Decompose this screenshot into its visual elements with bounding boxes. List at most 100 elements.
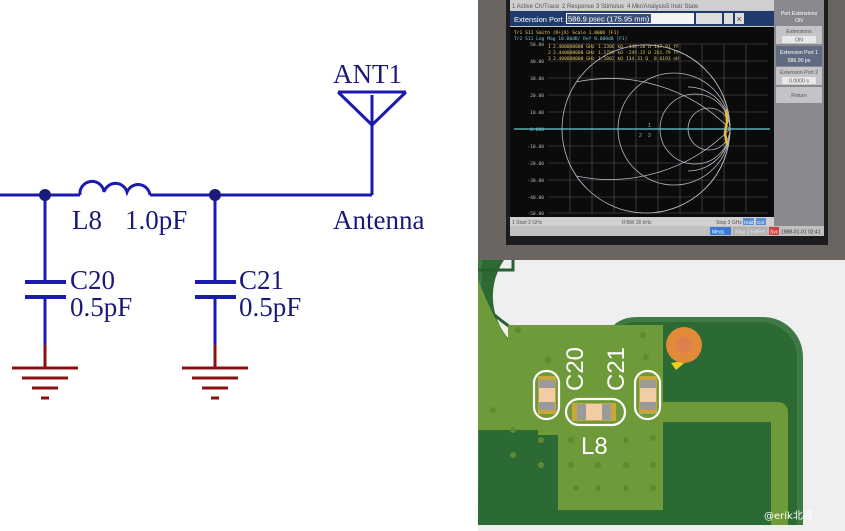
status-stop: Stop: [735, 230, 746, 236]
svg-text:2: 2: [548, 50, 551, 56]
menu-item[interactable]: 2 Response: [562, 4, 595, 10]
svg-text:2.480000000 GHz: 2.480000000 GHz: [553, 56, 595, 62]
c21-footprint: [633, 369, 662, 421]
status-meas: Meas: [712, 230, 725, 236]
silkscreen-l8: L8: [581, 433, 608, 460]
status-extref: ExtRef: [750, 230, 766, 236]
status-svc: Svc: [770, 230, 779, 236]
softkey-title: Port Extensions: [781, 11, 818, 17]
svg-text:134.31 Ω: 134.31 Ω: [626, 56, 648, 62]
pcb-render: C20 C21 L8 @erik北哥: [478, 260, 845, 531]
svg-text:0.0000 s: 0.0000 s: [789, 79, 809, 85]
junction-dot: [209, 189, 221, 201]
svg-text:2.400000000 GHz: 2.400000000 GHz: [553, 44, 595, 50]
close-icon: ×: [737, 14, 742, 24]
softkey-return[interactable]: Return: [776, 87, 822, 103]
vna-photo: 1 Active Ch/Trace 2 Response 3 Stimulus …: [478, 0, 845, 260]
ground-symbol: [12, 345, 78, 400]
c21-ref: C21: [239, 265, 284, 295]
inductor-l8: [78, 179, 152, 197]
enter-button[interactable]: [724, 13, 733, 24]
c20-value: 0.5pF: [70, 292, 132, 322]
svg-text:-50.00: -50.00: [527, 211, 544, 217]
entry-stepper[interactable]: [696, 13, 722, 24]
start-freq: 1 Start 2 GHz: [512, 220, 543, 226]
svg-text:-40.00: -40.00: [527, 195, 544, 201]
antenna-ref: ANT1: [333, 59, 402, 89]
softkey-extension-port2[interactable]: Extension Port 2 0.0000 s: [776, 67, 822, 85]
ifbw: IFBW 30 kHz: [622, 220, 652, 226]
trace2-label: Tr2 S11 Log Mag 10.00dB/ Ref 0.000dB [F1…: [514, 36, 627, 42]
smith-trace: [723, 109, 729, 146]
svg-text:50.00: 50.00: [530, 42, 544, 48]
svg-text:2.440000000 GHz: 2.440000000 GHz: [553, 50, 595, 56]
svg-text:147.91 fF: 147.91 fF: [654, 44, 679, 50]
ground-pour: [478, 280, 663, 510]
softkey-extension-port1[interactable]: Extension Port 1 586.90 ps: [776, 46, 822, 66]
entry-label: Extension Port 1: [514, 15, 569, 24]
y-axis-ticks: 50.00 40.00 30.00 20.00 10.00 0.000 -10.…: [527, 42, 544, 217]
svg-text:3: 3: [548, 56, 551, 62]
inductor-value: 1.0pF: [125, 205, 187, 235]
menu-item[interactable]: 3 Stimulus: [596, 4, 624, 10]
svg-text:-10.00: -10.00: [527, 144, 544, 150]
c20-footprint: [532, 369, 561, 421]
ground-symbol: [182, 345, 248, 400]
svg-text:ON: ON: [795, 38, 803, 44]
silkscreen-c21: C21: [603, 347, 630, 391]
c20-ref: C20: [70, 265, 115, 295]
rf-trace: [663, 402, 788, 525]
svg-text:-448.26 Ω: -448.26 Ω: [626, 44, 651, 50]
svg-text:-30.00: -30.00: [527, 178, 544, 184]
svg-text:Extension Port 1: Extension Port 1: [780, 50, 818, 56]
svg-text:1.1803 kΩ: 1.1803 kΩ: [598, 56, 623, 62]
hold-badge: Hold: [744, 220, 754, 225]
schematic-panel: ANT1 Antenna L8 1.0pF C20 0.5pF C21 0.5p…: [0, 59, 425, 400]
svg-text:Extensions: Extensions: [786, 29, 812, 35]
schematic-diagram: ANT1 Antenna L8 1.0pF C20 0.5pF C21 0.5p…: [0, 59, 424, 400]
svg-text:Return: Return: [791, 93, 807, 99]
svg-text:Extension Port 2: Extension Port 2: [780, 70, 818, 76]
svg-text:586.90 ps: 586.90 ps: [788, 58, 811, 64]
svg-text:10.00: 10.00: [530, 110, 544, 116]
svg-text:8.6193 nH: 8.6193 nH: [654, 56, 679, 62]
l8-footprint: [564, 397, 627, 427]
softkey-title-state: ON: [795, 18, 803, 24]
svg-text:2: 2: [639, 133, 642, 139]
c21-value: 0.5pF: [239, 292, 301, 322]
stop-freq: Stop 3 GHz: [716, 220, 742, 226]
junction-dot: [39, 189, 51, 201]
svg-text:-20.00: -20.00: [527, 161, 544, 167]
svg-text:30.00: 30.00: [530, 76, 544, 82]
menu-item[interactable]: 5 Instr State: [666, 4, 699, 10]
menu-item[interactable]: 1 Active Ch/Trace: [512, 4, 560, 10]
svg-text:3: 3: [648, 133, 651, 139]
close-button[interactable]: [735, 13, 744, 24]
trace1-label: Tr1 S11 Smith (R+jX) Scale 1.000U [F1]: [514, 30, 619, 36]
svg-text:1: 1: [548, 44, 551, 50]
svg-text:1.1306 kΩ: 1.1306 kΩ: [598, 44, 623, 50]
svg-text:1: 1: [648, 123, 651, 129]
pcb-layout: C20 C21 L8 @erik北哥: [478, 260, 845, 531]
antenna-net-label: Antenna: [333, 205, 424, 235]
menu-item[interactable]: 4 Mkr/Analysis: [627, 4, 666, 10]
svg-text:261.79 fF: 261.79 fF: [654, 50, 679, 56]
svg-text:40.00: 40.00: [530, 59, 544, 65]
svg-text:0.000: 0.000: [530, 127, 544, 133]
softkey-extensions[interactable]: Extensions ON: [776, 26, 822, 44]
svg-text:20.00: 20.00: [530, 93, 544, 99]
antenna-symbol: [336, 90, 408, 128]
svg-text:-249.15 Ω: -249.15 Ω: [626, 50, 651, 56]
inductor-ref: L8: [72, 205, 102, 235]
watermark: @erik北哥: [764, 510, 813, 522]
silkscreen-c20: C20: [562, 347, 589, 391]
cor-badge: Cor: [757, 220, 765, 225]
entry-value: 586.9 psec (175.95 mm): [568, 15, 650, 24]
vna-screen: 1 Active Ch/Trace 2 Response 3 Stimulus …: [478, 0, 845, 260]
datetime: 1988-01-01 02:41: [781, 230, 821, 236]
